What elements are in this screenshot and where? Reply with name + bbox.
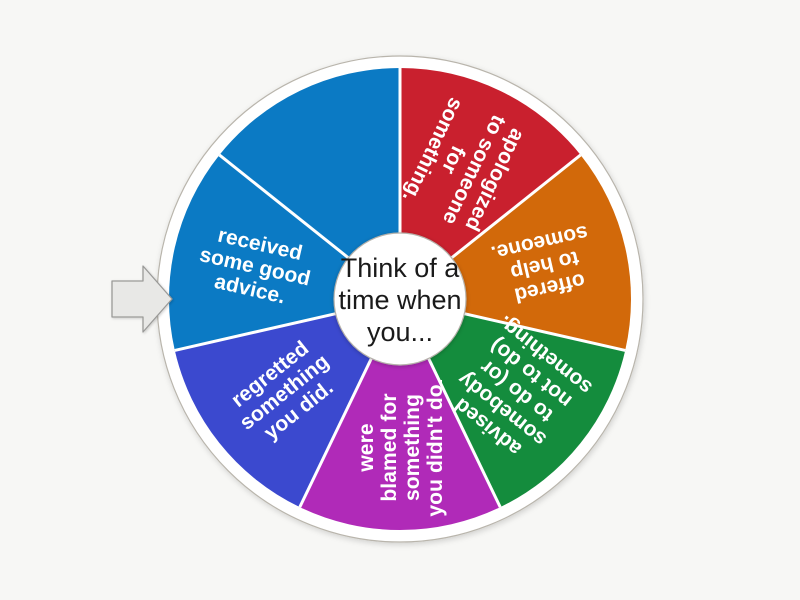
hub-label-line: time when: [338, 285, 461, 315]
hub-label-line: Think of a: [341, 253, 461, 283]
wheel-segment[interactable]: [299, 299, 501, 530]
hub-label-line: you...: [367, 317, 433, 347]
segment-label-line: something: [401, 394, 424, 501]
wheel-hub[interactable]: [333, 232, 467, 366]
segment-label-line: blamed for: [378, 393, 401, 501]
spin-pointer-icon: [111, 265, 173, 333]
segment-label-line: you didn't do.: [424, 378, 447, 516]
wheel-segment[interactable]: [400, 299, 626, 508]
wheel-segment[interactable]: [219, 68, 400, 299]
wheel-segment[interactable]: [174, 299, 400, 508]
segment-label-line: were: [355, 423, 378, 472]
wheel-segment[interactable]: [400, 68, 581, 299]
